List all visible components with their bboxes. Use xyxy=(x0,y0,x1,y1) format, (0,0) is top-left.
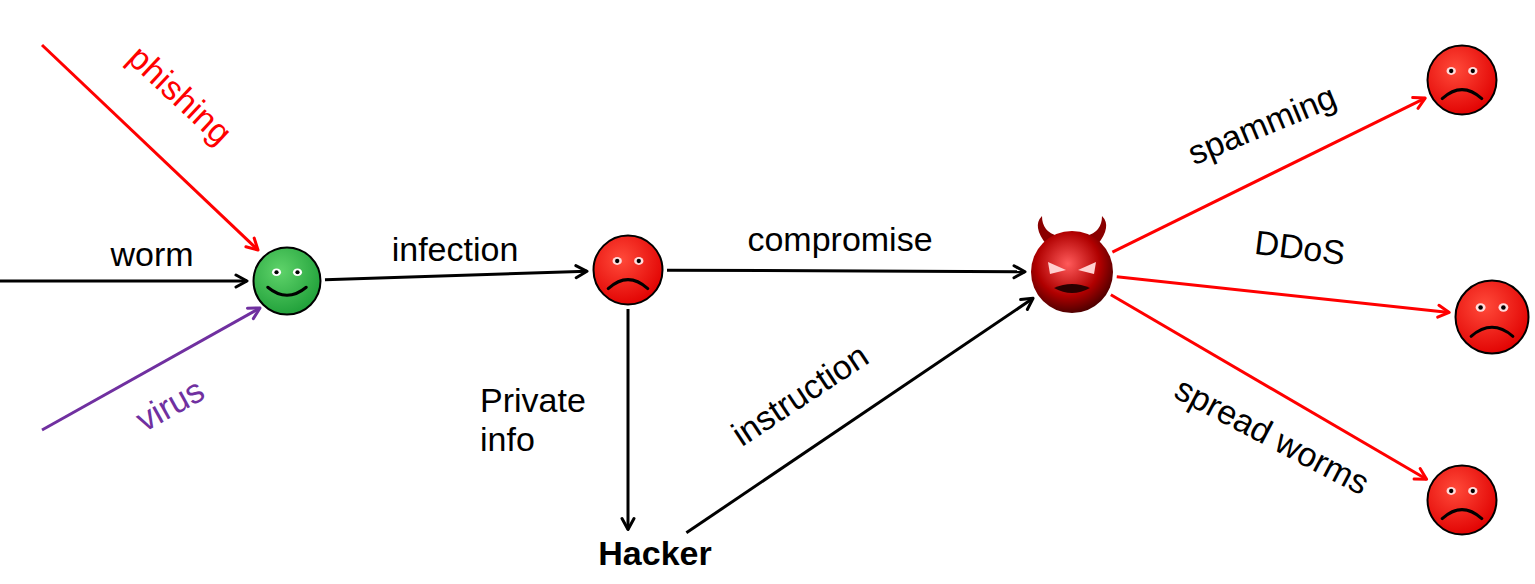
face-eye xyxy=(272,268,281,276)
face-mouth xyxy=(268,287,307,295)
happy-face xyxy=(252,246,322,316)
face-mouth xyxy=(608,280,648,289)
face-circle xyxy=(1456,281,1529,354)
devil-head xyxy=(1031,231,1113,313)
devil-eye xyxy=(1048,262,1066,274)
face-eye xyxy=(293,268,302,276)
face-eye xyxy=(634,257,643,265)
infected-host xyxy=(592,234,664,306)
face-pupil xyxy=(1478,305,1483,310)
face-pupil xyxy=(295,270,299,274)
edge-label: Private info xyxy=(480,381,610,459)
sad-face xyxy=(592,234,664,306)
connector-arrow xyxy=(686,298,1033,532)
face-circle xyxy=(1428,466,1497,535)
sad-face xyxy=(1426,44,1498,116)
connector-arrow xyxy=(325,271,587,279)
face-eye xyxy=(613,257,622,265)
face-mouth xyxy=(1471,327,1513,336)
devil-eye xyxy=(1078,262,1096,274)
face-eye xyxy=(1476,303,1486,311)
edge-label: compromise xyxy=(747,220,932,259)
devil-face xyxy=(1030,230,1114,314)
face-pupil xyxy=(1501,305,1506,310)
face-mouth xyxy=(1442,90,1482,99)
edge-label: infection xyxy=(392,230,519,269)
face-pupil xyxy=(1471,69,1475,73)
attack-label: virus xyxy=(129,371,211,440)
compromised-bot xyxy=(1030,230,1114,314)
face-mouth xyxy=(1442,510,1482,519)
face-circle xyxy=(254,248,321,315)
clean-host xyxy=(252,246,322,316)
victim-host xyxy=(1426,44,1498,116)
face-pupil xyxy=(1471,489,1475,493)
face-eye xyxy=(1447,67,1456,75)
face-pupil xyxy=(1449,69,1453,73)
face-circle xyxy=(1428,46,1497,115)
edge-label: DDoS xyxy=(1253,223,1348,273)
face-eye xyxy=(1468,487,1477,495)
face-eye xyxy=(1447,487,1456,495)
connector-arrow xyxy=(667,270,1025,272)
face-pupil xyxy=(637,259,641,263)
edge-label: instruction xyxy=(725,336,876,454)
edge-label: spamming xyxy=(1182,77,1342,173)
hacker-label: Hacker xyxy=(594,534,715,573)
node-text: Hacker xyxy=(594,534,715,573)
face-pupil xyxy=(1449,489,1453,493)
connector-arrow xyxy=(627,309,630,529)
sad-face xyxy=(1454,279,1530,355)
devil-mouth xyxy=(1054,284,1090,293)
worm-arrow xyxy=(0,280,247,283)
sad-face xyxy=(1426,464,1498,536)
face-eye xyxy=(1498,303,1508,311)
face-pupil xyxy=(615,259,619,263)
connector-arrow xyxy=(1117,277,1450,313)
attack-label: worm xyxy=(110,235,193,274)
face-circle xyxy=(594,236,663,305)
victim-host xyxy=(1454,279,1530,355)
victim-host xyxy=(1426,464,1498,536)
face-pupil xyxy=(274,270,278,274)
face-eye xyxy=(1468,67,1477,75)
